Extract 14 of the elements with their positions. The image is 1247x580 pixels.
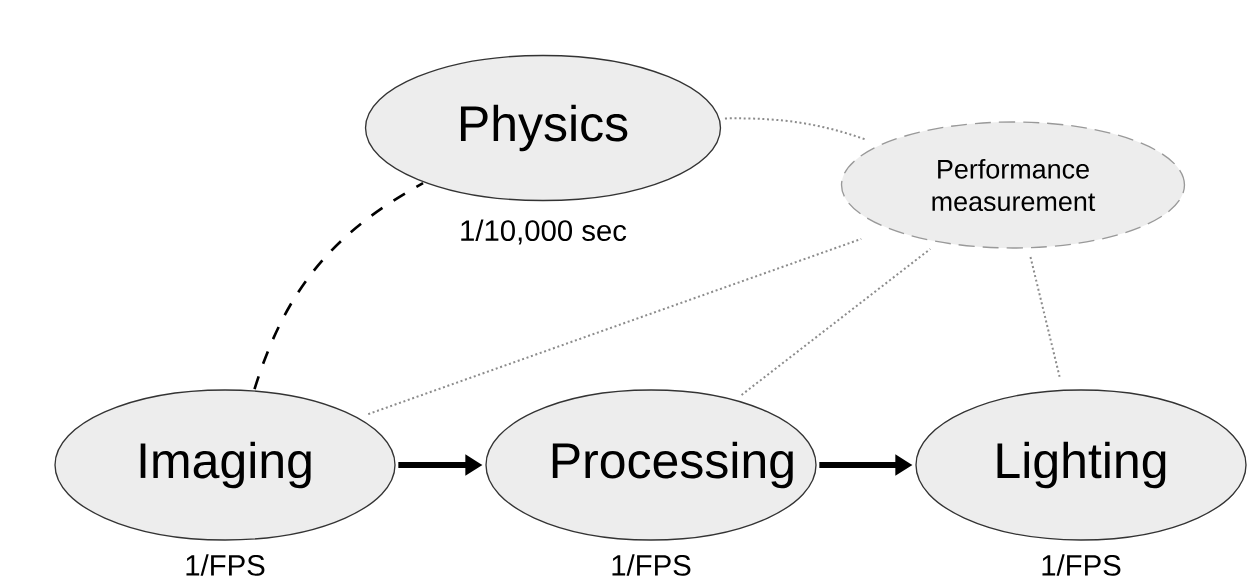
- connector: [367, 237, 863, 416]
- ellipse-node: Performance measurement: [840, 121, 1186, 249]
- time-label: 1/FPS: [186, 554, 265, 576]
- time-label: 1/FPS: [612, 554, 691, 576]
- connector: [740, 247, 932, 396]
- connector: [1029, 255, 1061, 378]
- ellipse-node: Imaging: [54, 389, 396, 541]
- time-label: 1/10,000 sec: [461, 219, 627, 245]
- ellipse-node: Lighting: [915, 389, 1247, 541]
- connector: [723, 117, 866, 141]
- ellipse-node: Processing: [485, 389, 817, 541]
- ellipse-node: Physics: [364, 54, 722, 202]
- time-label: 1/FPS: [1042, 554, 1121, 576]
- connector: [253, 182, 424, 390]
